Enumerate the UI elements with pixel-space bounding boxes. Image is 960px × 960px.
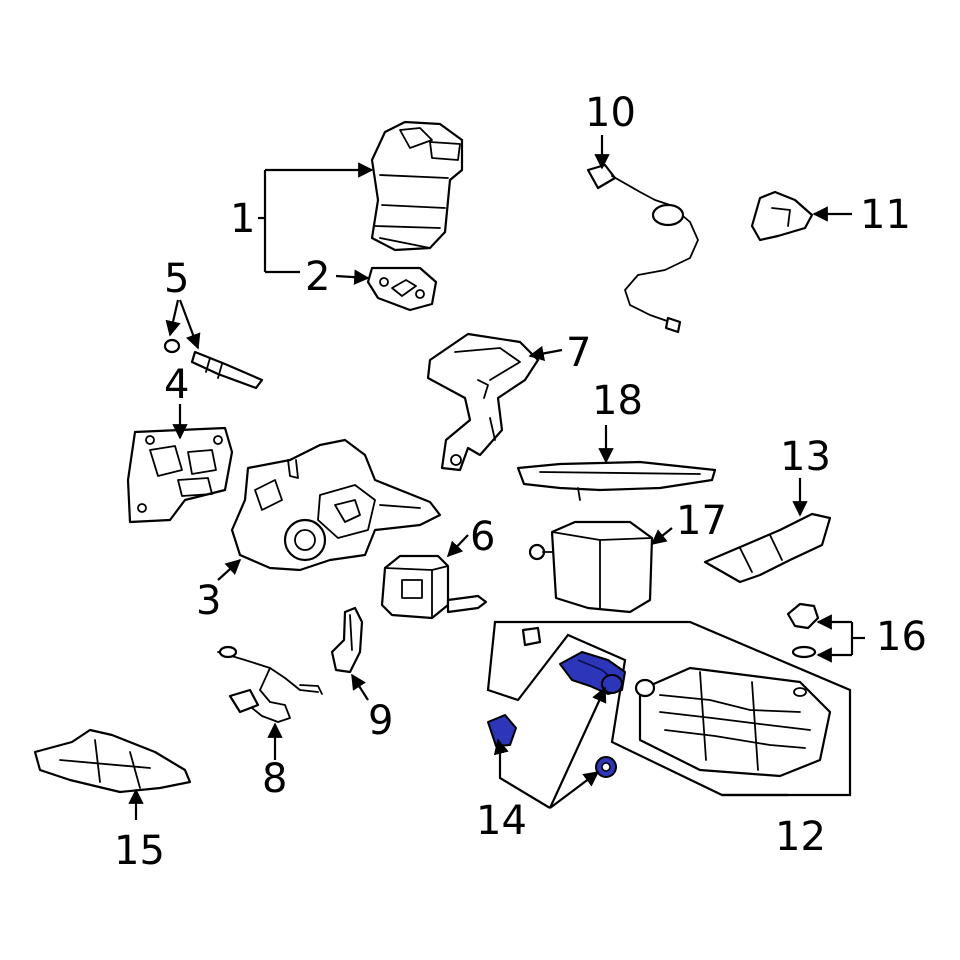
callout-6: 6: [470, 514, 495, 560]
part-11-bracket: [750, 190, 814, 242]
leader-5a: [165, 299, 181, 337]
part-1-egr-valve: [370, 120, 464, 252]
part-12-canister-assembly: [486, 620, 852, 797]
part-4-gasket-plate: [126, 426, 234, 524]
callout-10: 10: [585, 90, 636, 136]
leader-9: [351, 673, 369, 701]
callout-4: 4: [164, 362, 189, 408]
leader-14-mid: [549, 686, 607, 809]
callout-18: 18: [592, 378, 643, 424]
callout-15: 15: [114, 828, 165, 874]
part-5-sensor: [163, 338, 264, 390]
part-18-heat-shield: [516, 460, 717, 501]
callout-14: 14: [476, 798, 527, 844]
part-6-actuator: [380, 554, 488, 620]
leader-3: [217, 558, 242, 581]
part-3-housing: [230, 438, 442, 572]
part-16-clip-and-ring: [786, 602, 820, 659]
callout-1: 1: [230, 196, 255, 242]
leader-5b: [178, 299, 201, 350]
leader-14-left: [498, 748, 551, 809]
leader-2: [335, 269, 370, 285]
callout-2: 2: [305, 254, 330, 300]
part-10-oxygen-sensor: [586, 163, 699, 334]
callout-13: 13: [780, 434, 831, 480]
leader-6: [446, 534, 469, 558]
callout-8: 8: [262, 756, 287, 802]
leader-lines: [128, 135, 865, 820]
part-7-bracket: [426, 332, 540, 472]
callout-labels: 1 2 3 4 5 6 7 8 9 10 11 12 13 14 15 16 1…: [114, 90, 927, 874]
callout-7: 7: [566, 330, 591, 376]
part-13-bracket: [703, 512, 832, 584]
part-9-bracket: [330, 606, 364, 674]
leader-7: [528, 345, 563, 362]
leader-17: [650, 527, 673, 545]
part-2-gasket: [366, 266, 438, 312]
leader-14-right: [549, 771, 600, 809]
callout-5: 5: [164, 256, 189, 302]
callout-9: 9: [368, 698, 393, 744]
part-14-purge-solenoid: [487, 651, 626, 778]
callout-17: 17: [676, 498, 727, 544]
part-15-skid-plate: [33, 728, 192, 794]
callout-3: 3: [196, 578, 221, 624]
callout-16: 16: [876, 614, 927, 660]
part-17-canister: [528, 520, 654, 614]
callout-11: 11: [860, 192, 911, 238]
part-8-sensor-harness: [217, 645, 323, 723]
callout-12: 12: [775, 814, 826, 860]
